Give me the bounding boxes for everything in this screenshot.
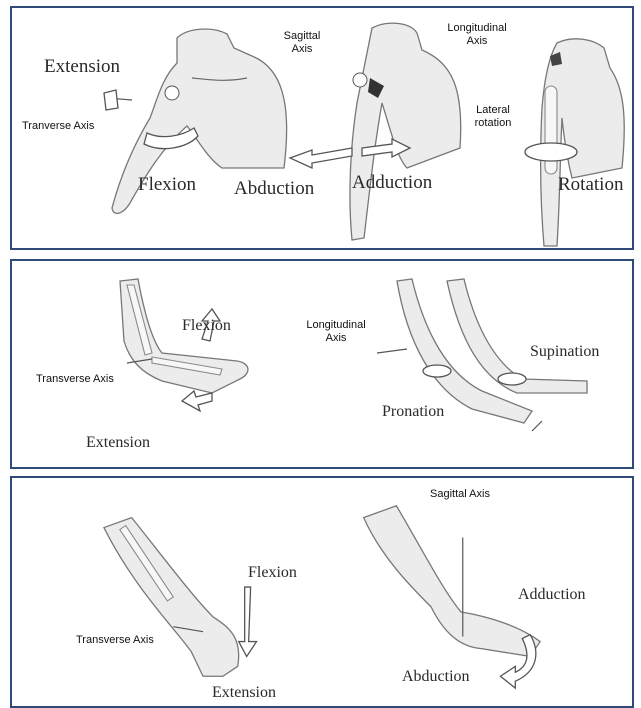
transverse-axis-label: Transverse Axis (36, 373, 114, 386)
shoulder-rotation-figure (525, 39, 624, 246)
extension-label: Extension (44, 56, 120, 78)
flexion-label: Flexion (248, 564, 297, 582)
adduction-label: Adduction (352, 172, 432, 194)
extension-label: Extension (86, 434, 150, 452)
pronation-label: Pronation (382, 403, 444, 421)
flexion-label: Flexion (182, 317, 231, 335)
longitudinal-axis-label: Longitudinal Axis (437, 22, 517, 48)
longitudinal-axis-label: Longitudinal Axis (296, 319, 376, 345)
flexion-label: Flexion (138, 174, 196, 196)
supination-label: Supination (530, 343, 599, 361)
wrist-flexion-figure (104, 518, 257, 677)
elbow-flexion-figure (120, 279, 248, 411)
abduction-label: Abduction (402, 668, 470, 686)
elbow-movements-panel: Flexion Transverse Axis Extension Longit… (10, 259, 634, 469)
extension-label: Extension (212, 684, 276, 702)
adduction-label: Adduction (518, 586, 586, 604)
abduction-label: Abduction (234, 178, 314, 200)
shoulder-movements-panel: Extension Tranverse Axis Flexion Sagitta… (10, 6, 634, 250)
wrist-abduction-figure (364, 506, 540, 688)
rotation-label: Rotation (558, 174, 623, 196)
wrist-movements-panel: Flexion Transverse Axis Extension Sagitt… (10, 476, 634, 708)
transverse-axis-label: Tranverse Axis (22, 120, 94, 133)
lateral-rotation-label: Lateral rotation (468, 104, 518, 130)
sagittal-axis-label: Sagittal Axis (430, 488, 490, 501)
sagittal-axis-label: Sagittal Axis (274, 30, 330, 56)
transverse-axis-label: Transverse Axis (76, 634, 154, 647)
